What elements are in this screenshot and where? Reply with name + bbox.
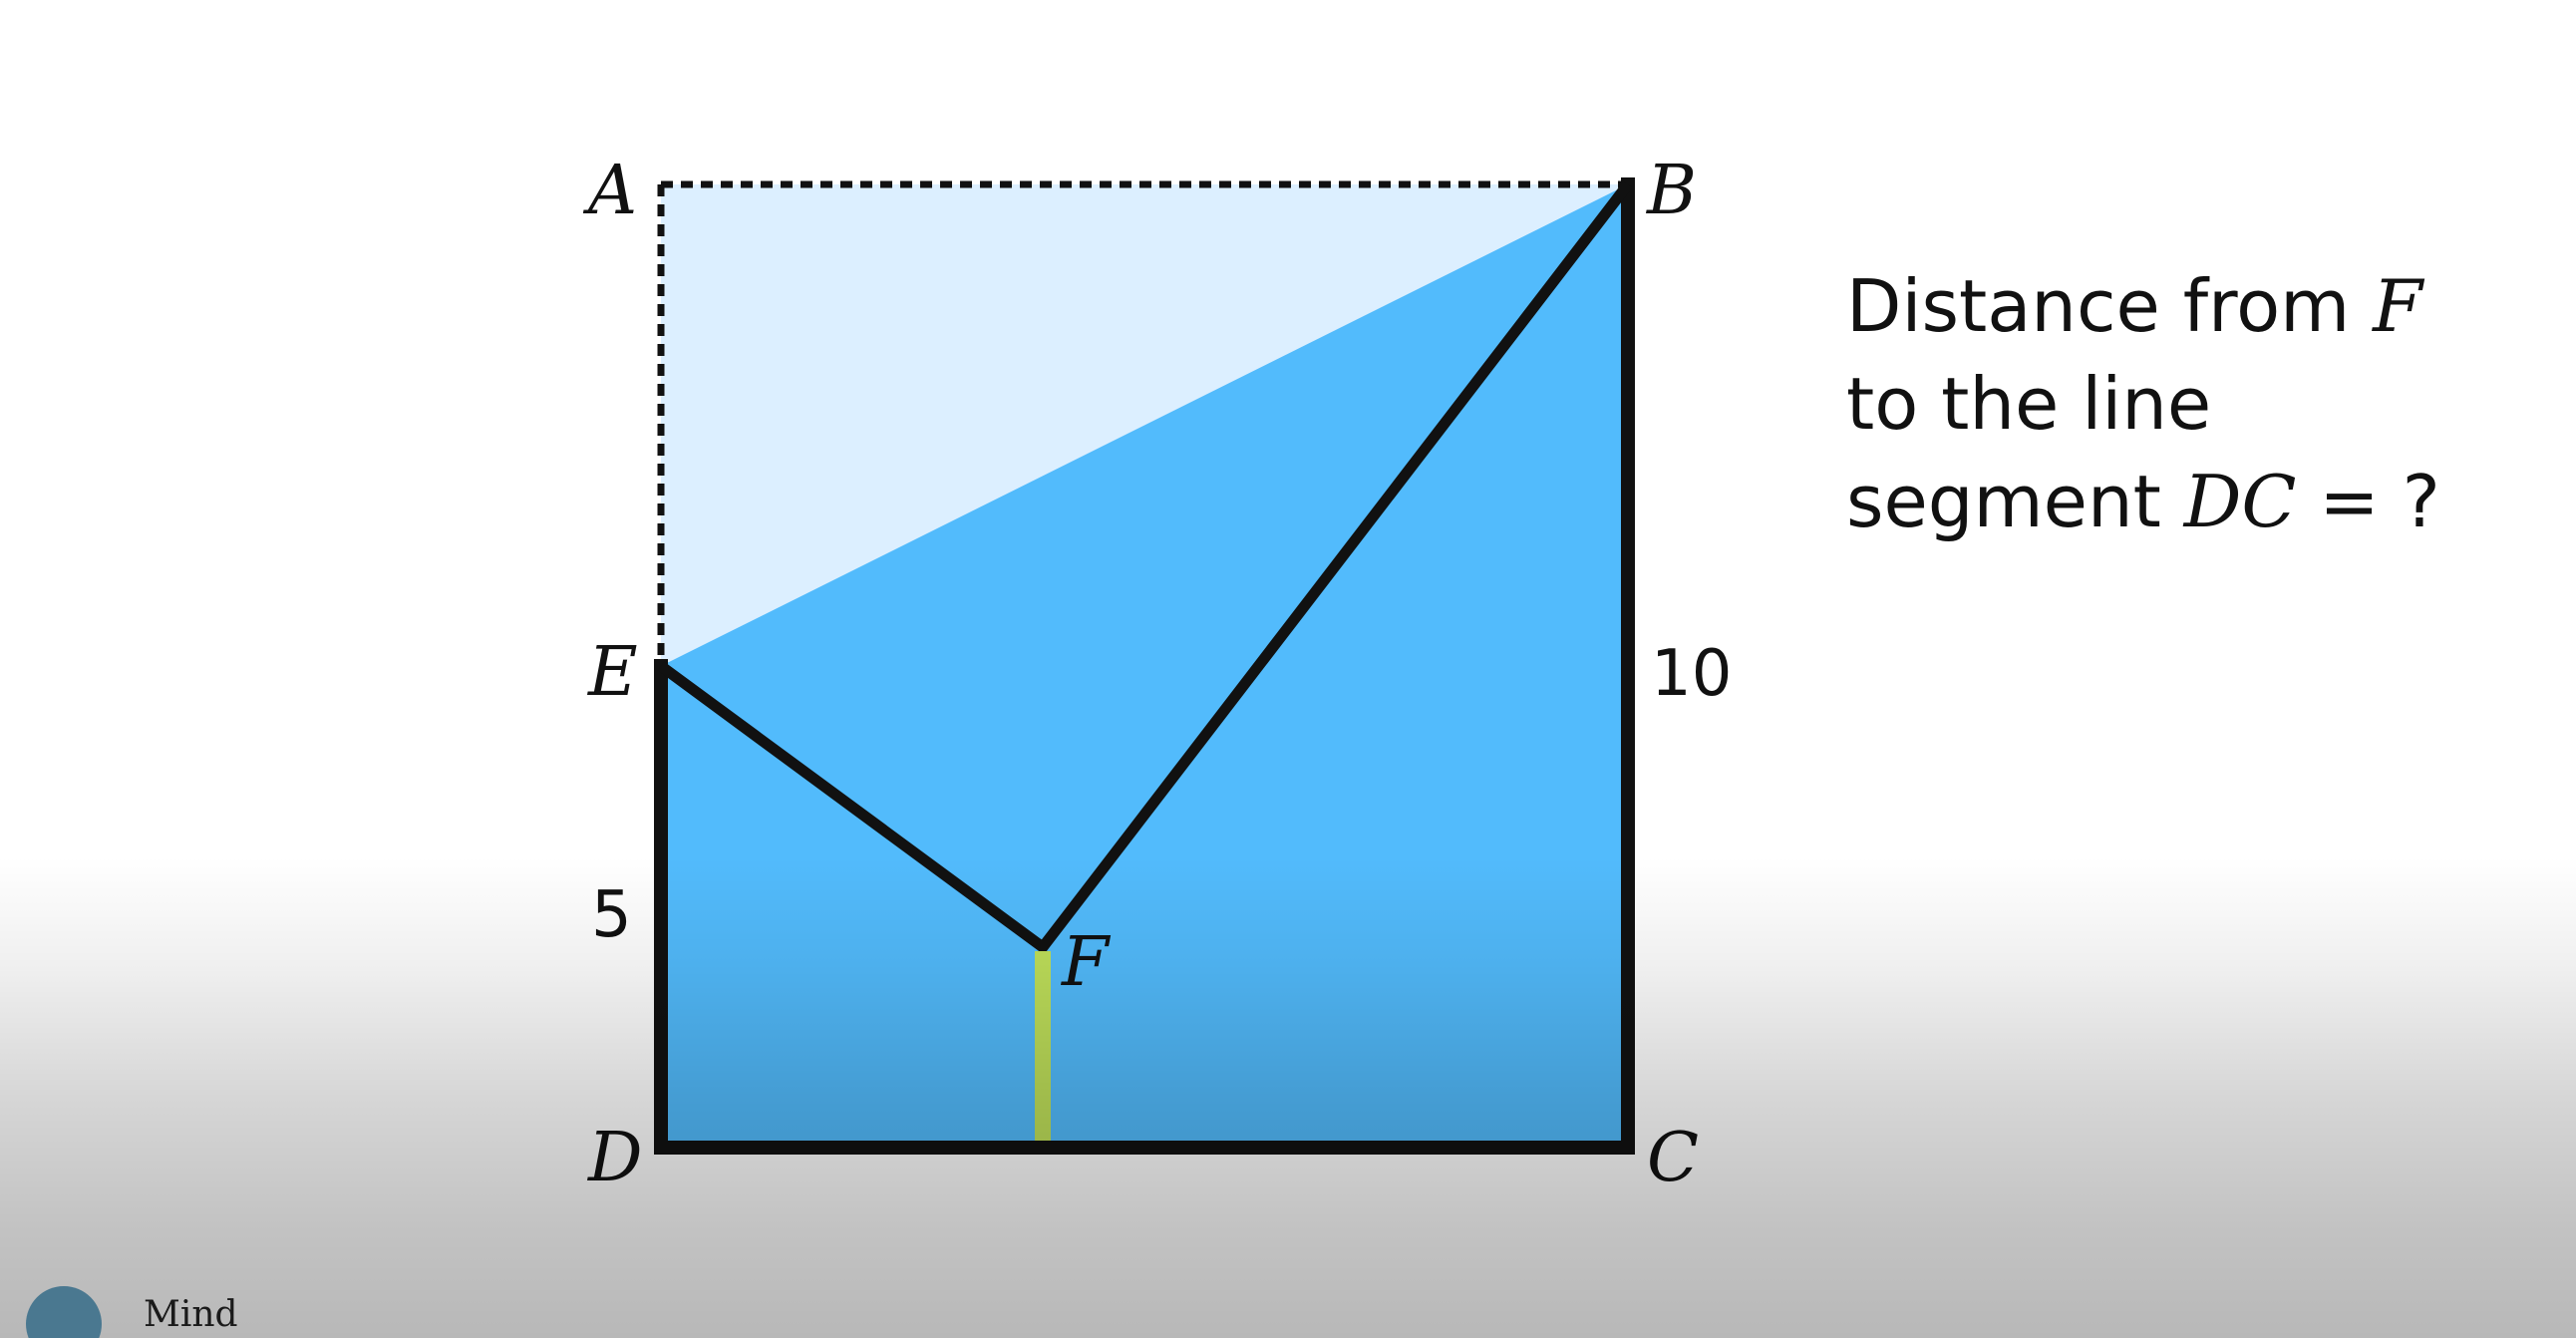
question-line-1-text: Distance from xyxy=(1846,264,2374,348)
question-var-f: F xyxy=(2373,264,2423,348)
question-text: Distance from F to the line segment DC =… xyxy=(1846,257,2544,550)
question-line-2: to the line xyxy=(1846,362,2212,446)
vertex-label-c: C xyxy=(1647,1119,1699,1197)
question-line-3-tail: = ? xyxy=(2296,460,2440,543)
path-e-f-b xyxy=(657,180,1633,955)
length-label-bc: 10 xyxy=(1651,637,1732,711)
question-line-3: segment DC = ? xyxy=(1846,453,2544,550)
channel-name: Mind xyxy=(144,1294,238,1335)
vertex-label-e: E xyxy=(586,633,638,712)
question-line-3-text: segment xyxy=(1846,460,2184,543)
vertex-label-d: D xyxy=(586,1119,643,1197)
question-line-1: Distance from F xyxy=(1846,257,2544,355)
vertex-label-f: F xyxy=(1060,923,1112,1002)
shaded-region xyxy=(661,184,1628,1148)
vertex-label-b: B xyxy=(1645,152,1697,230)
length-label-ed: 5 xyxy=(591,878,632,952)
vertex-label-a: A xyxy=(582,152,637,230)
question-var-dc: DC xyxy=(2183,460,2297,543)
